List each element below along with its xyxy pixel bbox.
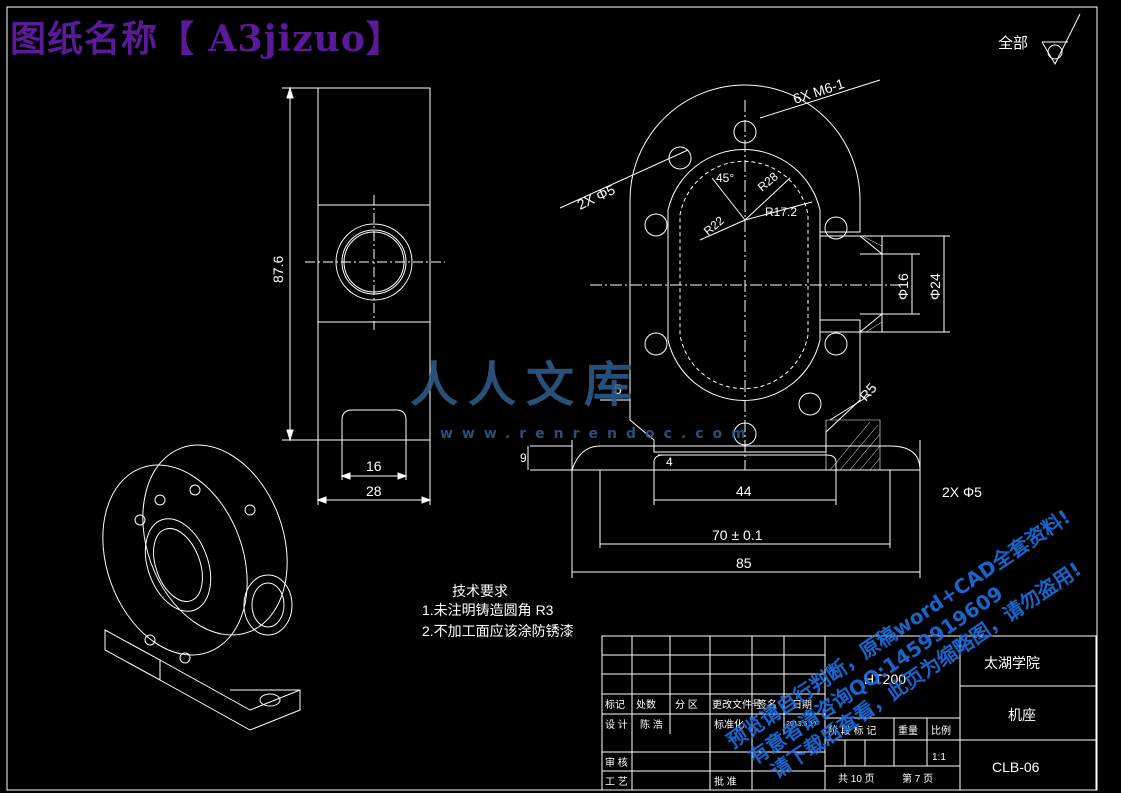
isometric-view	[102, 444, 301, 731]
dim-angle: 45°	[716, 171, 734, 185]
tb-count: 处数	[636, 698, 656, 711]
tb-change-doc: 更改文件号	[712, 698, 762, 711]
side-view	[282, 86, 445, 505]
tech-req-item-1: 1.未注明铸造圆角 R3	[422, 602, 554, 618]
tech-req-item-2: 2.不加工面应该涂防锈漆	[422, 623, 574, 639]
tb-design: 设 计	[605, 718, 628, 731]
dim-2x-d5-top: 2X Φ5	[575, 181, 618, 212]
tb-scale: 比例	[931, 724, 951, 737]
tb-designer: 陈 浩	[640, 718, 663, 731]
tb-sign: 签名	[757, 698, 777, 711]
dim-r17-2: R17.2	[765, 205, 797, 219]
tb-scale-val: 1:1	[932, 752, 946, 763]
title-block	[601, 635, 1097, 791]
drawing-border	[6, 6, 1098, 791]
dim-44: 44	[736, 483, 752, 499]
tb-drawing-no: CLB-06	[992, 759, 1040, 775]
tb-school: 太湖学院	[984, 655, 1040, 671]
dim-thread: 6X M6-1	[791, 75, 846, 107]
watermark-logo: 人人文库	[410, 357, 643, 413]
tb-stage: 阶 段 标 记	[828, 724, 876, 737]
drawing-title-banner: 图纸名称【 A3jizuo】	[10, 18, 403, 60]
tb-zone: 分 区	[675, 699, 698, 711]
tb-std-date: 2013.5.17	[786, 721, 817, 728]
watermark-url: www.renrendoc.com	[440, 426, 755, 442]
dim-d24: Φ24	[927, 273, 943, 300]
dim-r22: R22	[701, 213, 727, 238]
tb-review: 审 核	[605, 756, 628, 769]
dim-4: 4	[666, 455, 673, 469]
dim-87-6: 87.6	[270, 256, 286, 283]
dim-d16: Φ16	[895, 273, 911, 300]
dim-16-side: 16	[366, 458, 382, 474]
tech-req-heading: 技术要求	[452, 583, 508, 599]
tb-page-no: 第 7 页	[902, 772, 933, 785]
dim-70: 70 ± 0.1	[712, 527, 763, 543]
tb-total-pages: 共 10 页	[838, 773, 875, 785]
dim-9: 9	[520, 451, 527, 465]
tb-standard: 标准化	[714, 718, 744, 731]
dim-2x-d5-bottom: 2X Φ5	[942, 484, 982, 500]
tb-weight: 重量	[898, 724, 918, 737]
tb-approve: 批 准	[714, 775, 737, 788]
tb-material: HT200	[864, 671, 906, 687]
surface-roughness-icon	[1041, 13, 1081, 66]
tb-mark: 标记	[605, 699, 625, 711]
dim-28: 28	[366, 483, 382, 499]
dim-85: 85	[736, 555, 752, 571]
tb-date: 日期	[792, 699, 812, 711]
tb-process: 工 艺	[605, 776, 628, 788]
surface-roughness-circle	[1047, 44, 1063, 60]
tb-part-name: 机座	[1008, 707, 1036, 723]
dim-5: 5	[614, 381, 622, 397]
surface-note: 全部	[998, 34, 1028, 52]
front-view	[527, 79, 950, 578]
